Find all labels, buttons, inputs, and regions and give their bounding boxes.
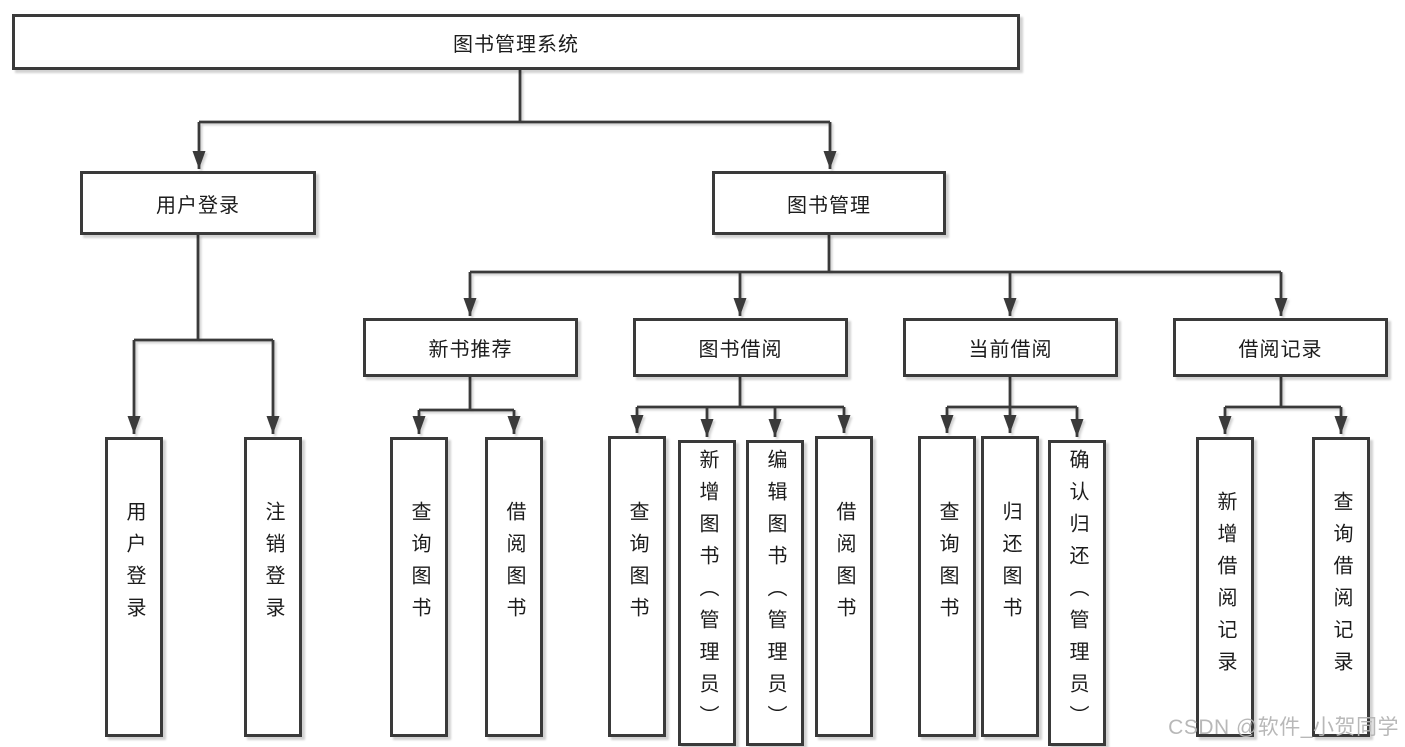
leaf-recommend-query-book-label: 查询图书 xyxy=(408,501,430,629)
leaf-recommend-query-book: 查询图书 xyxy=(390,437,448,737)
leaf-user-login-label: 用户登录 xyxy=(123,501,145,629)
leaf-user-login: 用户登录 xyxy=(105,437,163,737)
leaf-bb-borrow-book-label: 借阅图书 xyxy=(833,500,855,629)
node-root-system: 图书管理系统 xyxy=(12,14,1020,70)
node-book-management-label: 图书管理 xyxy=(787,194,871,217)
leaf-recommend-borrow-book-label: 借阅图书 xyxy=(503,501,525,629)
node-book-borrow: 图书借阅 xyxy=(633,318,848,377)
leaf-cb-query-book-label: 查询图书 xyxy=(936,500,958,629)
leaf-logout-label: 注销登录 xyxy=(262,501,284,629)
node-borrow-record: 借阅记录 xyxy=(1173,318,1388,377)
node-user-login-label: 用户登录 xyxy=(156,194,240,217)
node-current-borrow-label: 当前借阅 xyxy=(968,339,1053,361)
node-new-book-recommend: 新书推荐 xyxy=(363,318,578,377)
leaf-cb-return-book: 归还图书 xyxy=(981,436,1039,737)
node-book-borrow-label: 图书借阅 xyxy=(698,339,783,361)
leaf-bb-query-book: 查询图书 xyxy=(608,436,666,737)
leaf-bb-add-book-admin-label: 新增图书（管理员） xyxy=(696,449,718,737)
leaf-bb-edit-book-admin-label: 编辑图书（管理员） xyxy=(764,449,786,737)
leaf-logout: 注销登录 xyxy=(244,437,302,737)
node-user-login: 用户登录 xyxy=(80,171,316,235)
leaf-bb-edit-book-admin: 编辑图书（管理员） xyxy=(746,440,804,746)
node-book-management: 图书管理 xyxy=(712,171,946,235)
leaf-cb-query-book: 查询图书 xyxy=(918,436,976,737)
leaf-br-add-record-label: 新增借阅记录 xyxy=(1214,491,1236,683)
leaf-cb-confirm-return-admin-label: 确认归还（管理员） xyxy=(1066,449,1088,737)
csdn-watermark: CSDN @软件_小贺同学 xyxy=(1168,716,1399,739)
leaf-bb-borrow-book: 借阅图书 xyxy=(815,436,873,737)
node-current-borrow: 当前借阅 xyxy=(903,318,1118,377)
node-borrow-record-label: 借阅记录 xyxy=(1238,339,1323,361)
node-root-label: 图书管理系统 xyxy=(453,33,579,56)
leaf-cb-return-book-label: 归还图书 xyxy=(999,500,1021,629)
leaf-br-query-record-label: 查询借阅记录 xyxy=(1330,491,1352,683)
leaf-br-query-record: 查询借阅记录 xyxy=(1312,437,1370,737)
leaf-bb-add-book-admin: 新增图书（管理员） xyxy=(678,440,736,746)
leaf-br-add-record: 新增借阅记录 xyxy=(1196,437,1254,737)
leaf-bb-query-book-label: 查询图书 xyxy=(626,500,648,629)
leaf-recommend-borrow-book: 借阅图书 xyxy=(485,437,543,737)
node-new-book-recommend-label: 新书推荐 xyxy=(428,339,513,361)
leaf-cb-confirm-return-admin: 确认归还（管理员） xyxy=(1048,440,1106,746)
